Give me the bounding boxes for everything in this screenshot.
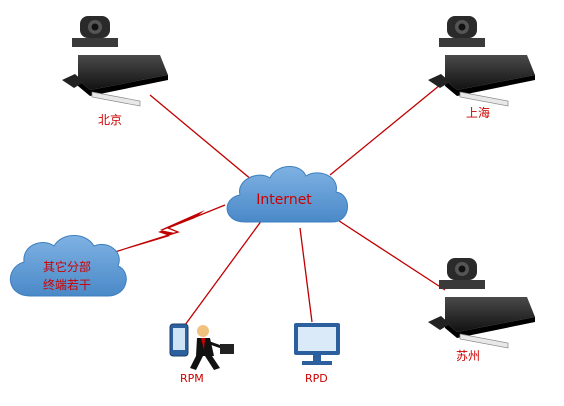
connection-lines [114, 84, 446, 326]
link-shanghai [329, 84, 441, 176]
rpm-device [169, 323, 234, 370]
branch-cloud-line2: 终端若干 [42, 278, 91, 292]
client-label-rpm: RPM [180, 372, 204, 385]
camera-icon [72, 16, 118, 47]
mobile-phone-icon [169, 323, 189, 357]
lightning-bolt-icon [130, 210, 205, 248]
client-label-rpd: RPD [305, 372, 328, 385]
internet-cloud [226, 166, 348, 223]
link-suzhou [329, 214, 446, 291]
site-label-beijing: 北京 [98, 113, 123, 127]
branch-cloud-label: 其它分部 终端若干 [22, 258, 112, 294]
beijing-video-system [62, 16, 168, 107]
remote-control-icon [459, 333, 509, 349]
microphone-icon [62, 74, 84, 88]
site-label-shanghai: 上海 [466, 106, 491, 120]
branch-cloud [9, 235, 127, 297]
camera-icon [439, 16, 485, 47]
codec-box-icon [78, 55, 168, 96]
businessman-icon [190, 325, 234, 370]
microphone-icon [428, 316, 450, 330]
link-beijing [149, 94, 259, 186]
shanghai-video-system [428, 16, 535, 107]
microphone-icon [428, 74, 450, 88]
branch-cloud-line1: 其它分部 [42, 260, 91, 274]
link-branch-lightning [114, 204, 226, 253]
site-label-suzhou: 苏州 [456, 349, 481, 363]
suzhou-video-system [428, 258, 535, 349]
remote-control-icon [91, 91, 141, 107]
internet-label: Internet [256, 192, 312, 208]
codec-box-icon [445, 297, 535, 338]
camera-icon [439, 258, 485, 289]
link-rpm [184, 219, 263, 326]
codec-box-icon [445, 55, 535, 96]
link-rpd [299, 227, 313, 323]
desktop-monitor-icon [294, 323, 340, 365]
remote-control-icon [459, 91, 509, 107]
